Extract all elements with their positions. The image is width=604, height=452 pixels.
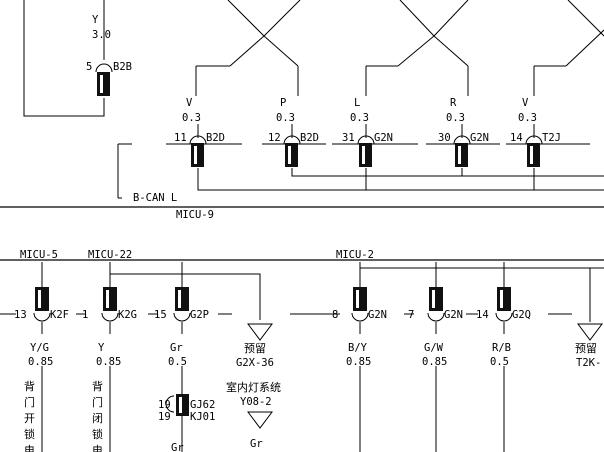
module-label-micu-22: MICU-22	[88, 249, 132, 261]
wire-size: 0.85	[96, 356, 121, 368]
top-connector: V 0.3 14 T2J	[510, 97, 561, 167]
pin-number: 1	[82, 309, 88, 321]
function-char: 闭	[92, 412, 103, 425]
reserve-code: G2X-36	[236, 357, 274, 369]
wire-color: V	[186, 97, 193, 109]
light-wire: Gr	[250, 438, 263, 450]
module-label-micu-2: MICU-2	[336, 249, 374, 261]
bus-label: B-CAN L	[133, 192, 177, 204]
pin-number: 8	[332, 309, 338, 321]
pin-number: 7	[408, 309, 414, 321]
bottom-connector: 8 G2N B/Y 0.85	[332, 262, 387, 452]
wire-size: 0.85	[346, 356, 371, 368]
wire-size: 0.85	[28, 356, 53, 368]
conn-b: KJ01	[190, 411, 215, 423]
pin-number: 14	[510, 132, 523, 144]
connector-code: G2N	[470, 132, 489, 144]
reserve-label: 预留	[244, 342, 266, 355]
function-char: 电	[92, 444, 103, 452]
connector-code: B2D	[300, 132, 319, 144]
x-shapes	[195, 0, 604, 96]
connector-code: G2P	[190, 309, 209, 321]
connector-code: G2N	[444, 309, 463, 321]
connector-code: K2F	[50, 309, 69, 321]
connector-code: G2N	[374, 132, 393, 144]
pin-a: 19	[158, 399, 171, 411]
pin-number: 14	[476, 309, 489, 321]
wire-size: 0.85	[422, 356, 447, 368]
reserve-ground-1: 预留 G2X-36	[236, 323, 274, 369]
wire-size: 0.3	[518, 112, 537, 124]
top-connector: L 0.3 31 G2N	[342, 97, 393, 167]
connector-code: B2B	[113, 61, 132, 73]
bottom-connector: 15 G2P Gr 0.5	[154, 262, 209, 452]
function-char: 门	[92, 395, 103, 409]
reserve-label: 预留	[575, 342, 597, 355]
pin-number: 13	[14, 309, 27, 321]
top-left-circuit: Y 3.0 5 B2B	[23, 0, 132, 117]
light-code: Y08-2	[240, 396, 272, 408]
pin-b: 19	[158, 411, 171, 423]
function-char: 开	[24, 412, 35, 425]
wire-size: 0.3	[350, 112, 369, 124]
top-connector: V 0.3 11 B2D	[174, 97, 225, 167]
module-label-micu-9: MICU-9	[176, 209, 214, 221]
wire-size: 0.3	[276, 112, 295, 124]
function-char: 背	[24, 379, 35, 393]
pin-number: 12	[268, 132, 281, 144]
wire-color: G/W	[424, 342, 444, 354]
wire-size: 0.5	[490, 356, 509, 368]
light-title: 室内灯系统	[226, 380, 281, 394]
wire-color: P	[280, 97, 286, 109]
wire-color: L	[354, 97, 360, 109]
wire-below: Gr	[171, 442, 184, 452]
connector-code: T2J	[542, 132, 561, 144]
reserve-code: T2K-	[576, 357, 601, 369]
bottom-connector: 14 G2Q R/B 0.5	[476, 262, 531, 452]
pin-number: 30	[438, 132, 451, 144]
wire-size: 0.3	[446, 112, 465, 124]
function-char: 门	[24, 395, 35, 409]
function-char: 锁	[92, 427, 103, 441]
pin-number: 5	[86, 61, 92, 73]
reserve-ground-2: 预留 T2K-	[575, 323, 603, 369]
wire-color: B/Y	[348, 342, 368, 354]
wire-color: Y/G	[30, 342, 49, 354]
wire-size: 0.5	[168, 356, 187, 368]
wire-color: R/B	[492, 342, 511, 354]
connector-terminal	[97, 72, 110, 96]
connector-code: G2Q	[512, 309, 531, 321]
conn-a: GJ62	[190, 399, 215, 411]
bottom-connector: 7 G2N G/W 0.85	[408, 262, 463, 452]
wire-color: Gr	[170, 342, 183, 354]
pin-number: 31	[342, 132, 355, 144]
top-connector: R 0.3 30 G2N	[438, 97, 489, 167]
module-label-micu-5: MICU-5	[20, 249, 58, 261]
pin-number: 15	[154, 309, 167, 321]
wire-color: R	[450, 97, 457, 109]
connector-code: B2D	[206, 132, 225, 144]
function-char: 电	[24, 444, 35, 452]
function-char: 锁	[24, 427, 35, 441]
function-char: 背	[92, 379, 103, 393]
wire-color-label: Y	[92, 14, 99, 26]
wire-color: Y	[98, 342, 105, 354]
can-bus: B-CAN L MICU-9	[0, 168, 604, 221]
connector-code: K2G	[118, 309, 137, 321]
top-connector: P 0.3 12 B2D	[268, 97, 319, 167]
wire-color: V	[522, 97, 529, 109]
top-connector-row: V 0.3 11 B2D P 0.3 12 B2D L 0.3 31 G2N R 0.3 30 G2N V 0.3…	[117, 97, 590, 198]
interior-light-system: 19 GJ62 19 KJ01 Gr 室内灯系统 Y08-2 Gr	[158, 370, 281, 452]
pin-number: 11	[174, 132, 187, 144]
wire-size-label: 3.0	[92, 29, 111, 41]
wire-size: 0.3	[182, 112, 201, 124]
connector-code: G2N	[368, 309, 387, 321]
